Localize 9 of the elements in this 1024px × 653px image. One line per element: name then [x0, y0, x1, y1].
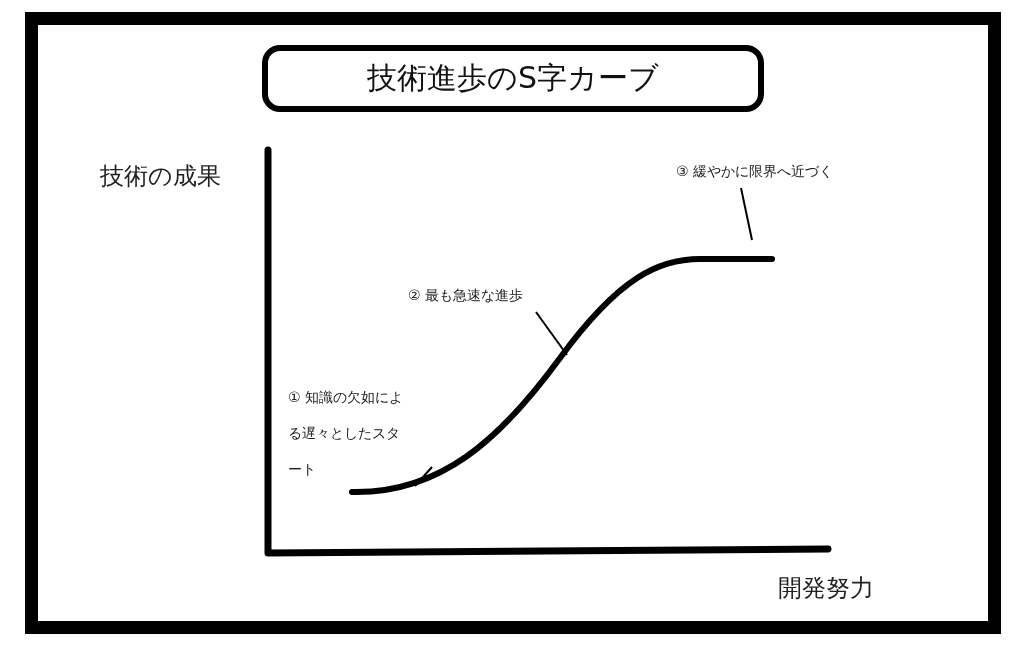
axis-label: 技術の成果: [100, 161, 221, 192]
title-banner: 技術進歩のS字カーブ: [262, 45, 764, 112]
leader-line: [740, 187, 753, 241]
leader-line: [535, 311, 568, 356]
callout-text: ② 最も急速な進歩: [408, 277, 608, 313]
callout-text: ① 知識の欠如による遅々としたスタート: [288, 379, 406, 487]
callout-text: ③ 緩やかに限界へ近づく: [676, 153, 916, 189]
leader-line: [414, 466, 433, 487]
axis-label: 開発努力: [778, 573, 874, 604]
